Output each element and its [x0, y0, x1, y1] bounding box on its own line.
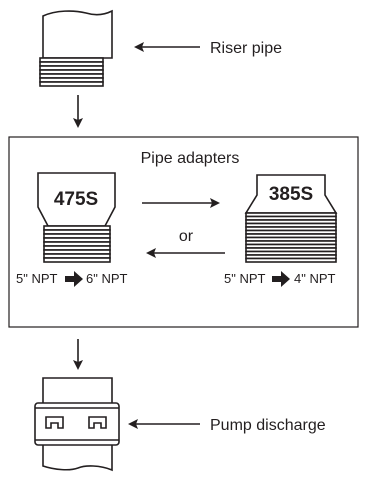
pump-discharge-label: Pump discharge	[210, 417, 326, 434]
riser-pipe-label: Riser pipe	[210, 40, 282, 57]
adapter-385s-label: 385S	[269, 184, 313, 205]
right-arrow-icon	[65, 271, 83, 287]
adapter-385s	[244, 174, 338, 263]
right-to-size: 4" NPT	[294, 271, 336, 286]
or-label: or	[179, 228, 194, 245]
left-from-size: 5" NPT	[16, 271, 58, 286]
pipe-adapters-box	[8, 136, 359, 328]
pump-discharge	[34, 377, 120, 472]
adapter-475s	[37, 172, 116, 263]
adapter-475s-label: 475S	[54, 189, 98, 210]
riser-pipe	[39, 9, 113, 87]
right-from-size: 5" NPT	[224, 271, 266, 286]
right-arrow-icon	[272, 271, 290, 287]
left-to-size: 6" NPT	[86, 271, 128, 286]
pipe-adapters-title: Pipe adapters	[141, 150, 240, 167]
